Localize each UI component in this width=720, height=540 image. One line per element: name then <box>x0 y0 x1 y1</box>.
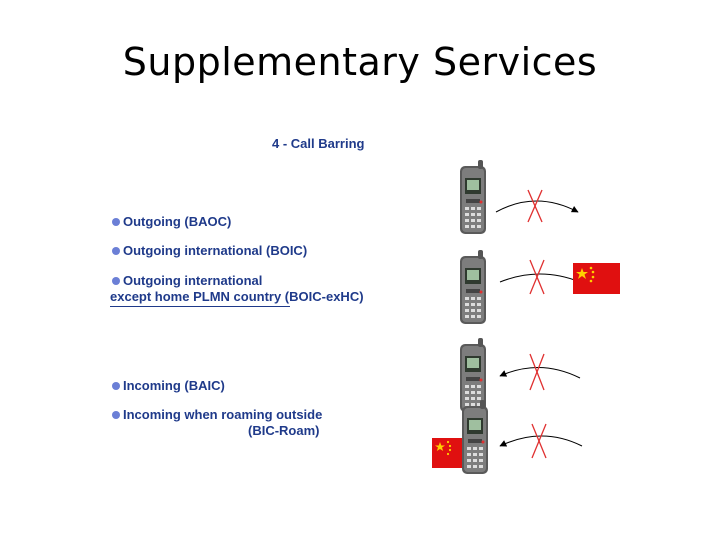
barred-call-arrow-icon <box>495 189 579 223</box>
service-boic-exhc-label-cont: except home PLMN country (BOIC-exHC) <box>110 289 364 304</box>
underline-divider <box>110 306 290 307</box>
bullet-icon <box>112 411 120 419</box>
mobile-phone-icon <box>462 400 488 474</box>
barred-call-arrow-icon <box>499 353 581 391</box>
service-bic-roam-label: Incoming when roaming outside <box>123 407 323 422</box>
service-boic-label: Outgoing international (BOIC) <box>123 243 308 258</box>
mobile-phone-icon <box>460 250 486 324</box>
service-bic-roam-label-cont: (BIC-Roam) <box>248 423 320 438</box>
slide-title: Supplementary Services <box>122 40 598 84</box>
bullet-icon <box>112 382 120 390</box>
flag-icon <box>432 438 462 468</box>
diagram-subtitle: 4 - Call Barring <box>272 136 365 151</box>
flag-icon <box>573 263 620 294</box>
barred-call-arrow-icon <box>499 423 583 459</box>
service-baic-label: Incoming (BAIC) <box>123 378 225 393</box>
service-boic-exhc-label: Outgoing international <box>123 273 263 288</box>
bullet-icon <box>112 247 120 255</box>
bullet-icon <box>112 218 120 226</box>
service-baoc-label: Outgoing (BAOC) <box>123 214 232 229</box>
bullet-icon <box>112 277 120 285</box>
mobile-phone-icon <box>460 160 486 234</box>
barred-call-arrow-icon <box>499 259 581 295</box>
